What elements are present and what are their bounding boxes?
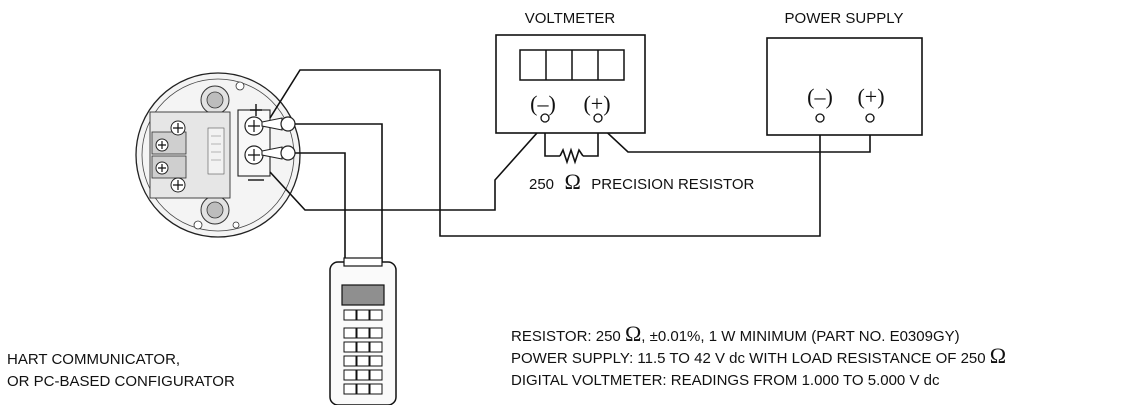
voltmeter: VOLTMETER (–) (+)	[495, 10, 646, 134]
screw-icon	[155, 138, 169, 152]
note-voltmeter: DIGITAL VOLTMETER: READINGS FROM 1.000 T…	[511, 372, 940, 389]
power-supply-neg-label: (–)	[807, 84, 833, 109]
note-resistor: RESISTOR: 250 Ω, ±0.01%, 1 W MINIMUM (PA…	[511, 321, 960, 346]
screw-icon	[170, 120, 186, 136]
voltmeter-neg-label: (–)	[530, 91, 556, 116]
power-supply-neg-terminal	[815, 113, 825, 123]
specification-notes: RESISTOR: 250 Ω, ±0.01%, 1 W MINIMUM (PA…	[511, 321, 1006, 389]
ring-lug-icon	[261, 116, 296, 132]
screw-icon	[170, 177, 186, 193]
communicator-caption-line1: HART COMMUNICATOR,	[7, 351, 180, 368]
terminal-screw-icon	[244, 116, 264, 136]
plus-mark-icon	[250, 104, 262, 116]
power-supply-pos-terminal	[865, 113, 875, 123]
voltmeter-neg-terminal	[540, 113, 550, 123]
voltmeter-pos-label: (+)	[583, 91, 610, 116]
resistor-icon	[559, 147, 584, 165]
power-supply-title: POWER SUPPLY	[785, 10, 904, 27]
display-icon	[519, 49, 625, 81]
resistor-label: 250 Ω PRECISION RESISTOR	[529, 169, 755, 194]
voltmeter-pos-terminal	[593, 113, 603, 123]
keypad-icon	[343, 309, 383, 395]
screw-icon	[155, 161, 169, 175]
ring-lug-icon	[261, 145, 296, 161]
wiring	[269, 69, 871, 262]
power-supply: POWER SUPPLY (–) (+)	[766, 10, 923, 136]
communicator-caption-line2: OR PC-BASED CONFIGURATOR	[7, 373, 235, 390]
hart-communicator	[329, 257, 397, 405]
terminal-screw-icon	[244, 145, 264, 165]
power-supply-pos-label: (+)	[857, 84, 884, 109]
voltmeter-title: VOLTMETER	[525, 10, 616, 27]
note-power-supply: POWER SUPPLY: 11.5 TO 42 V dc WITH LOAD …	[511, 343, 1006, 368]
display-icon	[341, 284, 385, 306]
transmitter-housing	[135, 72, 301, 238]
